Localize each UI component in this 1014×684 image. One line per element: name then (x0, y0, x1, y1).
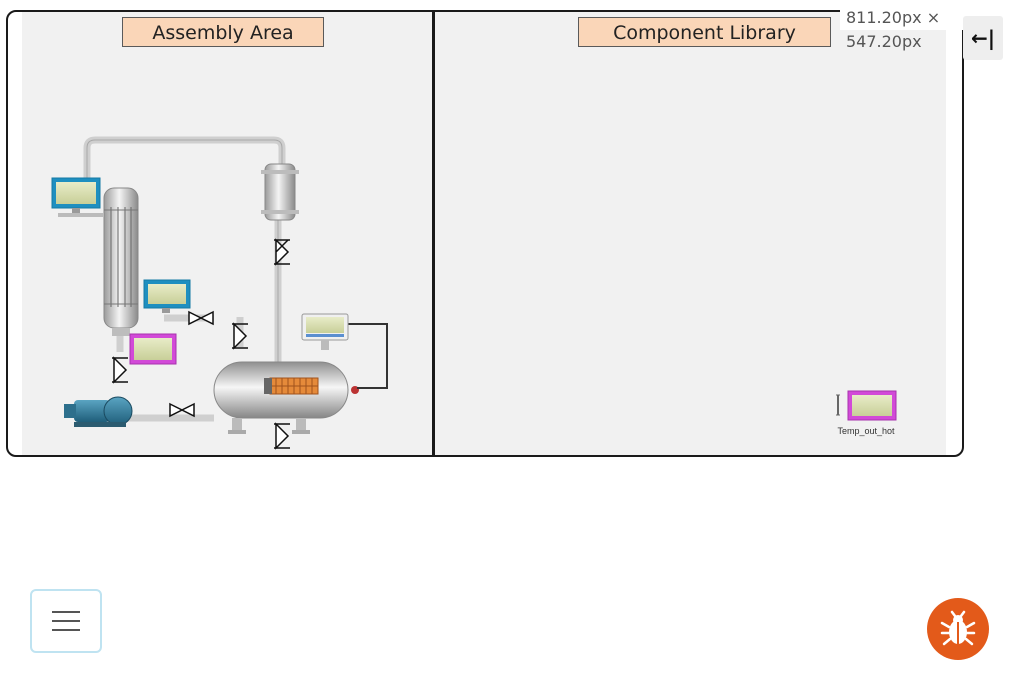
component-library-label: Component Library (578, 17, 831, 47)
centrifugal-pump[interactable] (64, 396, 133, 427)
temperature-display-icon (836, 390, 897, 421)
bug-icon (940, 610, 976, 646)
workspace-canvas (22, 12, 946, 455)
library-item-label: Temp_out_hot (837, 426, 895, 436)
menu-button[interactable] (30, 589, 102, 653)
pressure-display[interactable] (301, 313, 349, 350)
monitor-display-2[interactable] (143, 279, 191, 313)
workspace-frame: Assembly Area Component Library (6, 10, 964, 457)
signal-cable (346, 323, 388, 389)
collapse-panel-button[interactable]: ←| (963, 16, 1003, 60)
debug-button[interactable] (927, 598, 989, 660)
heat-exchanger-column[interactable] (103, 187, 139, 336)
assembly-area-label: Assembly Area (122, 17, 324, 47)
temperature-display-magenta[interactable] (129, 333, 177, 365)
hamburger-menu-icon (52, 611, 80, 631)
collapse-arrow-icon: ←| (970, 26, 996, 50)
panel-divider[interactable] (432, 12, 435, 455)
separator-vessel[interactable] (261, 163, 299, 221)
library-item-temp-out-hot[interactable]: Temp_out_hot (828, 388, 904, 444)
monitor-display-1[interactable] (51, 177, 104, 217)
valve-icon (112, 238, 290, 450)
horizontal-tank[interactable] (213, 361, 359, 434)
assembly-diagram[interactable] (44, 122, 404, 457)
